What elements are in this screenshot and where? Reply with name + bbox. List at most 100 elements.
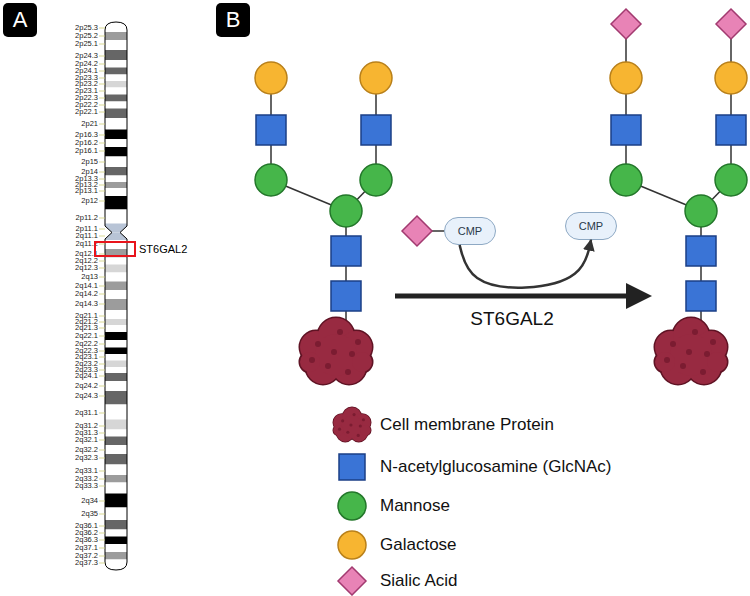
cmp-pill: CMP [565,212,617,240]
protein-texture [700,369,706,375]
protein-body [352,352,372,372]
protein-texture [353,413,356,416]
band-leader-line [99,328,105,329]
band-leader-line [99,533,105,534]
cmp-label: CMP [579,220,603,232]
chromosome-band [105,445,127,454]
chromosome-band [105,188,127,196]
chromosome-band-label: 2p25.1 [28,39,98,49]
gene-label: ST6GAL2 [139,243,187,255]
glcnac-square [256,115,286,145]
band-leader-line [99,304,105,305]
glcnac-square [331,281,361,311]
chromosome-band-label: 2p21 [28,119,98,129]
cmp-sialic-acid-donor [402,216,444,246]
chromosome-band-label: 2q31.1 [28,408,98,418]
band-leader-line [99,135,105,136]
legend-label: N-acetylglucosamine (GlcNAc) [380,457,611,477]
cmp-pill: CMP [444,217,496,245]
n-glycan [610,9,747,384]
mannose-circle [610,164,642,196]
glcnac-square [331,236,361,266]
chromosome-band [105,88,127,95]
panel-letter: A [13,7,28,33]
chromosome-band [105,465,127,476]
chromosome-band [105,40,127,50]
chromosome-band [105,130,127,140]
chromosome-band [105,32,127,40]
membrane-protein [300,318,372,384]
band-leader-line [99,261,105,262]
band-leader-line [99,98,105,99]
chromosome-band-label: 2q32.3 [28,453,98,463]
mannose-circle [360,164,392,196]
band-leader-line [99,548,105,549]
reaction-arrow-head [626,283,652,309]
band-leader-line [99,294,105,295]
legend-label: Cell membrane Protein [380,415,554,435]
chromosome-band [105,68,127,75]
chromosome-band [105,258,127,265]
chromosome-ideogram [99,22,127,570]
protein-texture [670,341,676,347]
band-leader-line [99,344,105,345]
band-leader-line [99,84,105,85]
protein-outline [360,425,370,435]
protein-texture [686,349,692,355]
band-leader-line [99,540,105,541]
protein-body [670,334,712,376]
protein-outline [707,352,727,372]
mannose-circle [330,195,362,227]
band-leader-line [99,486,105,487]
legend-mannose-circle [338,492,366,520]
protein-texture [315,341,321,347]
band-leader-line [99,479,105,480]
chromosome-band-label: 2q35 [28,509,98,519]
protein-outline [352,352,372,372]
galactose-circle [360,62,392,94]
panel-tag: B [216,3,250,37]
band-leader-line [99,91,105,92]
chromosome-band [105,420,127,430]
chromosome-band-label: 2q13 [28,272,98,282]
chromosome-band-label: 2q11.2 [28,239,98,249]
panel-letter: B [226,7,241,33]
legend-label: Mannose [380,496,450,516]
chromosome-band [105,60,127,68]
band-leader-line [99,458,105,459]
chromosome-band [105,552,127,560]
chromosome-band [105,139,127,147]
protein-texture [357,434,360,437]
protein-body [707,352,727,372]
sialic-acid-diamond [402,216,432,246]
membrane-protein [333,407,370,441]
band-leader-line [99,191,105,192]
chromosome-band [105,373,127,381]
chromosome-band [105,405,127,420]
chromosome-band [105,381,127,391]
chromosome-band [105,118,127,130]
protein-texture [710,339,716,345]
protein-texture [338,428,341,431]
band-leader-line [99,185,105,186]
chromosome-band [105,265,127,273]
protein-texture [680,363,686,369]
chromosome-band-label: 2q37.3 [28,558,98,568]
transfer-arrow [460,240,591,288]
galactose-circle [715,62,747,94]
reaction-arrow [395,283,652,309]
band-leader-line [99,44,105,45]
band-leader-line [99,556,105,557]
band-leader-line [99,450,105,451]
band-leader-line [99,244,105,245]
band-leader-line [99,501,105,502]
chromosome-band [105,325,127,332]
band-leader-line [99,433,105,434]
band-leader-line [99,28,105,29]
chromosome-band [105,367,127,373]
band-leader-line [99,179,105,180]
band-leader-line [99,112,105,113]
band-leader-line [99,124,105,125]
